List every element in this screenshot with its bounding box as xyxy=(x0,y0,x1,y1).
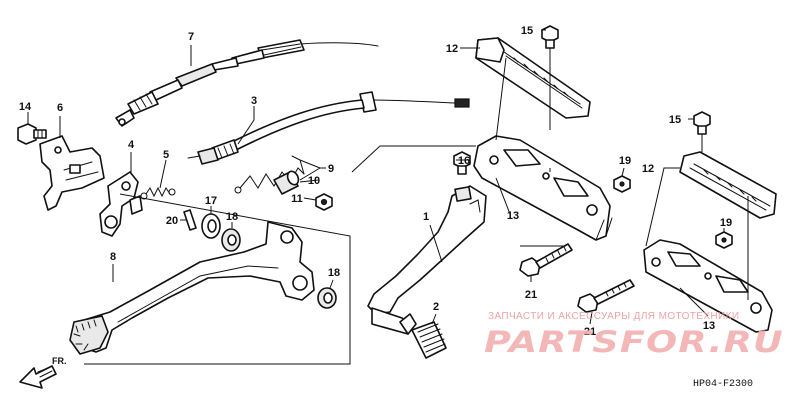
watermark-logo: PARTSFOR.RU xyxy=(484,325,784,359)
part-7-cable xyxy=(115,39,379,127)
part-8-group-box xyxy=(84,193,351,365)
part-13-bracket-top xyxy=(473,135,613,241)
part-2-rubber xyxy=(411,321,447,359)
callout-17: 17 xyxy=(205,195,217,207)
callout-18-upper: 18 xyxy=(226,211,238,223)
part-17-washer xyxy=(201,213,221,239)
part-15-bolt-top xyxy=(541,25,559,49)
callout-5: 5 xyxy=(163,149,169,161)
callout-19-upper: 19 xyxy=(619,155,631,167)
callout-21-right: 21 xyxy=(584,326,596,338)
callout-18-lower: 18 xyxy=(328,267,340,279)
callout-21-upper: 21 xyxy=(525,289,537,301)
callout-13-right: 13 xyxy=(703,320,715,332)
part-20-pin xyxy=(183,209,197,231)
callout-13-top: 13 xyxy=(507,210,519,222)
callout-19-right: 19 xyxy=(720,217,732,229)
part-13-bracket-right xyxy=(643,239,773,333)
part-21-bolt-upper xyxy=(519,243,573,277)
callout-3: 3 xyxy=(251,95,257,107)
callout-15-right: 15 xyxy=(669,114,681,126)
part-21-bolt-right xyxy=(577,279,635,313)
part-14-bolt xyxy=(17,123,47,145)
watermark-tagline: ЗАПЧАСТИ И АКСЕССУАРЫ ДЛЯ МОТОТЕХНИКИ xyxy=(488,311,739,322)
callout-15-top: 15 xyxy=(521,25,533,37)
callout-9: 9 xyxy=(328,163,334,175)
part-18-seal-upper xyxy=(221,228,241,252)
callout-7: 7 xyxy=(188,31,194,43)
part-18-seal-lower xyxy=(317,287,337,309)
watermark: ЗАПЧАСТИ И АКСЕССУАРЫ ДЛЯ МОТОТЕХНИКИ PA… xyxy=(484,311,784,359)
part-15-bolt-right xyxy=(693,111,711,135)
front-arrow-label: FR. xyxy=(52,356,67,366)
part-1-group-box xyxy=(351,145,476,173)
part-6-bracket xyxy=(39,135,105,211)
part-5-spring xyxy=(140,186,176,200)
callout-16: 16 xyxy=(458,155,470,167)
callout-12-right: 12 xyxy=(642,163,654,175)
part-4-lever xyxy=(99,171,143,237)
callout-10: 10 xyxy=(308,175,320,187)
front-arrow: FR. xyxy=(19,356,67,389)
callout-20: 20 xyxy=(166,215,178,227)
callout-8: 8 xyxy=(110,251,116,263)
callout-14: 14 xyxy=(19,101,32,113)
part-10-collar xyxy=(273,170,300,195)
leader-lines xyxy=(27,29,749,325)
callout-12-top: 12 xyxy=(446,43,458,55)
part-19-nut-right xyxy=(715,231,733,249)
diagram-code: HP04-F2300 xyxy=(693,379,753,390)
part-12-step-right xyxy=(679,151,777,219)
callout-6: 6 xyxy=(57,102,63,114)
callout-11: 11 xyxy=(291,193,303,205)
part-12-step-top xyxy=(475,37,591,119)
part-11-nut xyxy=(315,193,333,211)
part-19-nut-upper xyxy=(613,175,631,193)
part-8-brake-pedal xyxy=(69,221,315,355)
part-1-shift-pedal xyxy=(367,185,487,335)
callout-numbers: 7 3 14 6 4 5 9 10 11 20 17 18 8 18 1 2 1… xyxy=(19,25,732,338)
part-3-cable xyxy=(187,91,470,165)
callout-4: 4 xyxy=(128,139,135,151)
callout-1: 1 xyxy=(423,211,429,223)
callout-2: 2 xyxy=(433,301,439,313)
